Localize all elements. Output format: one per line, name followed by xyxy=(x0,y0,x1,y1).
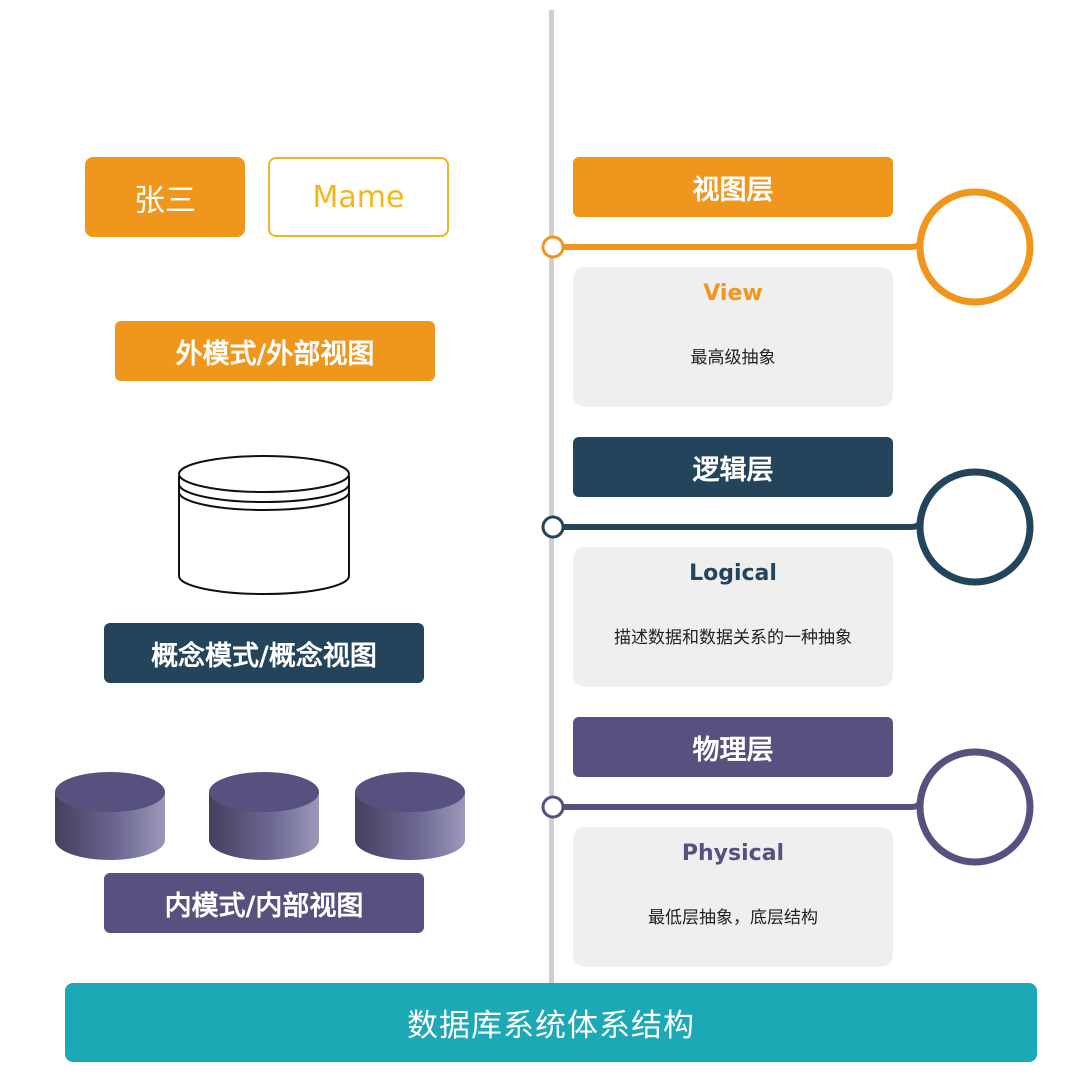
physical-layer-connector xyxy=(541,748,1034,866)
view-layer-description: 最高级抽象 xyxy=(690,348,776,368)
database-cylinder-icon xyxy=(355,772,465,860)
view-layer-card: View 最高级抽象 xyxy=(573,267,893,407)
physical-layer-card: Physical 最低层抽象，底层结构 xyxy=(573,827,893,967)
timeline-vertical-line xyxy=(549,10,554,985)
logical-layer-title: Logical xyxy=(689,561,777,586)
database-cylinder-icon xyxy=(55,772,165,860)
footer-title-banner: 数据库系统体系结构 xyxy=(65,983,1037,1062)
internal-schema-label: 内模式/内部视图 xyxy=(104,873,424,933)
logical-layer-header: 逻辑层 xyxy=(573,437,893,497)
physical-layer-title: Physical xyxy=(681,841,785,866)
physical-layer-header: 物理层 xyxy=(573,717,893,777)
logical-layer-connector xyxy=(541,468,1034,586)
physical-layer-description: 最低层抽象，底层结构 xyxy=(648,908,818,928)
database-cylinder-icon xyxy=(209,772,319,860)
logical-layer-description: 描述数据和数据关系的一种抽象 xyxy=(614,628,852,648)
view-layer-header: 视图层 xyxy=(573,157,893,217)
view-layer-connector xyxy=(541,188,1034,306)
database-outline-icon xyxy=(178,455,350,595)
external-schema-label: 外模式/外部视图 xyxy=(115,321,435,381)
name-value-box: 张三 xyxy=(85,157,245,237)
storage-cylinders xyxy=(55,772,465,860)
conceptual-schema-label: 概念模式/概念视图 xyxy=(104,623,424,683)
logical-layer-card: Logical 描述数据和数据关系的一种抽象 xyxy=(573,547,893,687)
view-layer-title: View xyxy=(703,281,763,306)
name-label-box: Mame xyxy=(268,157,449,237)
